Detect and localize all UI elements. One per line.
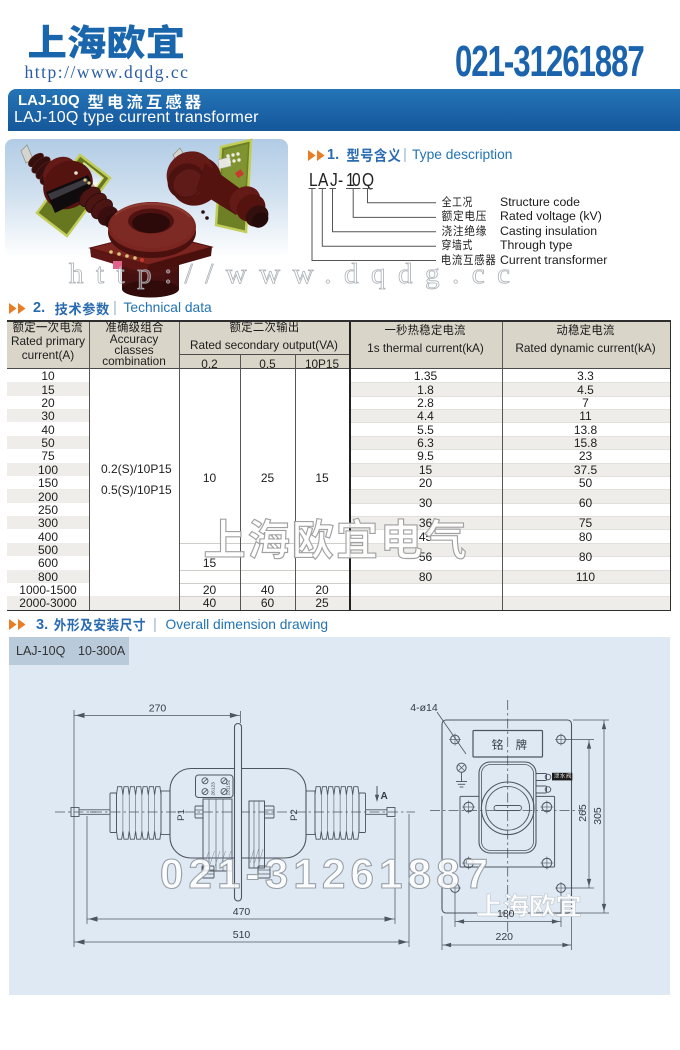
svg-text:4-ø14: 4-ø14 — [410, 702, 438, 714]
svg-text:305: 305 — [592, 807, 604, 825]
svg-text:P1: P1 — [176, 809, 187, 821]
svg-text:26123: 26123 — [211, 782, 217, 796]
svg-text:265: 265 — [577, 804, 589, 822]
svg-text:131152: 131152 — [226, 780, 232, 796]
svg-text:270: 270 — [149, 703, 167, 715]
svg-text:P2: P2 — [289, 809, 300, 821]
svg-text:510: 510 — [233, 929, 251, 941]
svg-text:A: A — [381, 791, 388, 802]
svg-text:470: 470 — [233, 906, 251, 918]
